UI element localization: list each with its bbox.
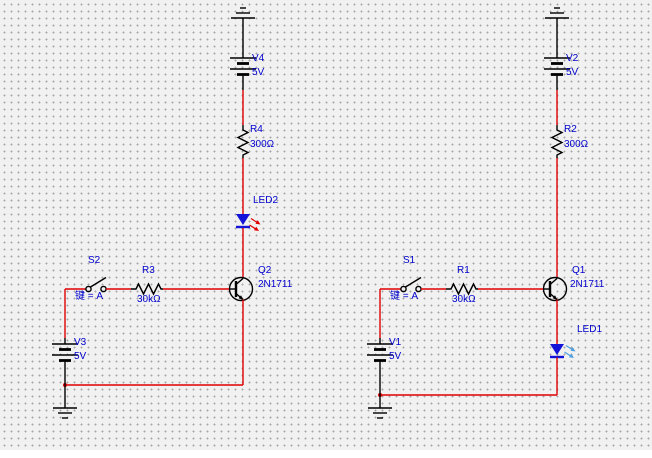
led-led1[interactable]: LED1	[550, 324, 602, 359]
resistor-r1-refdes[interactable]: R1	[457, 265, 470, 276]
battery-v1-value[interactable]: 5V	[389, 351, 402, 362]
emission-arrow-head	[254, 226, 259, 231]
emission-arrow-shaft	[564, 351, 571, 357]
battery-v3-value[interactable]: 5V	[74, 351, 87, 362]
emission-arrow-head	[569, 353, 574, 358]
battery-v1[interactable]: V1 5V	[367, 337, 402, 362]
switch-terminal	[400, 285, 407, 293]
battery-v3[interactable]: V3 5V	[52, 337, 87, 362]
switch-lever	[90, 276, 107, 288]
ground-top-left[interactable]	[231, 7, 255, 34]
emission-arrow-head	[570, 347, 576, 352]
switch-s1[interactable]: S1 键 = A	[390, 255, 422, 302]
transistor-collector-line	[235, 277, 244, 286]
transistor-collector-line	[549, 277, 558, 286]
resistor-r3-value[interactable]: 30kΩ	[137, 294, 161, 305]
ground-bottom-left[interactable]	[53, 360, 77, 419]
transistor-q2-refdes[interactable]: Q2	[258, 265, 272, 276]
transistor-q1-value[interactable]: 2N1711	[570, 279, 605, 290]
resistor-r4[interactable]: R4 300Ω	[236, 124, 275, 158]
resistor-r2-refdes[interactable]: R2	[564, 124, 577, 135]
battery-v1-refdes[interactable]: V1	[389, 337, 402, 348]
led-led1-refdes[interactable]: LED1	[577, 324, 602, 335]
battery-v4-value[interactable]: 5V	[252, 67, 265, 78]
battery-v4-refdes[interactable]: V4	[252, 53, 265, 64]
resistor-r1-value[interactable]: 30kΩ	[452, 294, 476, 305]
switch-lever	[405, 276, 422, 288]
transistor-q1[interactable]: Q1 2N1711	[542, 265, 605, 302]
resistor-r3[interactable]: R3 30kΩ	[131, 265, 163, 305]
emission-arrow-head	[255, 220, 261, 225]
battery-v2-refdes[interactable]: V2	[566, 53, 579, 64]
switch-s1-key-label[interactable]: 键 = A	[390, 289, 418, 302]
transistor-q2-value[interactable]: 2N1711	[258, 279, 293, 290]
battery-v4[interactable]: V4 5V	[230, 34, 265, 90]
led-led2-refdes[interactable]: LED2	[253, 195, 278, 206]
battery-v3-refdes[interactable]: V3	[74, 337, 87, 348]
transistor-q1-refdes[interactable]: Q1	[572, 265, 586, 276]
transistor-emitter-arrow	[552, 295, 558, 300]
resistor-zigzag	[550, 125, 564, 158]
ground-bottom-right[interactable]	[368, 360, 392, 419]
led-triangle	[550, 344, 564, 355]
ground-top-right[interactable]	[545, 7, 569, 34]
circuit-left: V4 5V R4 300Ω LED2	[52, 7, 293, 419]
switch-s2-refdes[interactable]: S2	[88, 255, 101, 266]
led-emission-arrows	[564, 344, 576, 358]
resistor-zigzag	[446, 282, 478, 296]
switch-s1-refdes[interactable]: S1	[403, 255, 416, 266]
transistor-q2[interactable]: Q2 2N1711	[228, 265, 293, 302]
resistor-r1[interactable]: R1 30kΩ	[446, 265, 478, 305]
emission-arrow-shaft	[249, 224, 256, 230]
led-triangle	[236, 214, 250, 225]
transistor-emitter-arrow	[238, 295, 244, 300]
led-led2[interactable]: LED2	[236, 195, 278, 231]
battery-v2-value[interactable]: 5V	[566, 67, 579, 78]
resistor-r4-refdes[interactable]: R4	[250, 124, 263, 135]
emission-arrow-shaft	[565, 344, 573, 350]
switch-s2[interactable]: S2 键 = A	[75, 255, 107, 302]
resistor-r2[interactable]: R2 300Ω	[550, 124, 589, 158]
canvas-bottom-edge	[0, 450, 652, 458]
resistor-r2-value[interactable]: 300Ω	[564, 139, 589, 150]
led-emission-arrows	[249, 217, 261, 231]
circuit-right: V2 5V R2 300Ω Q1 2N1711	[367, 7, 605, 419]
resistor-zigzag	[236, 125, 250, 158]
resistor-r4-value[interactable]: 300Ω	[250, 139, 275, 150]
resistor-r3-refdes[interactable]: R3	[142, 265, 155, 276]
emission-arrow-shaft	[250, 217, 258, 223]
switch-terminal	[85, 285, 92, 293]
resistor-zigzag	[131, 282, 163, 296]
battery-v2[interactable]: V2 5V	[544, 34, 579, 90]
switch-s2-key-label[interactable]: 键 = A	[75, 289, 103, 302]
